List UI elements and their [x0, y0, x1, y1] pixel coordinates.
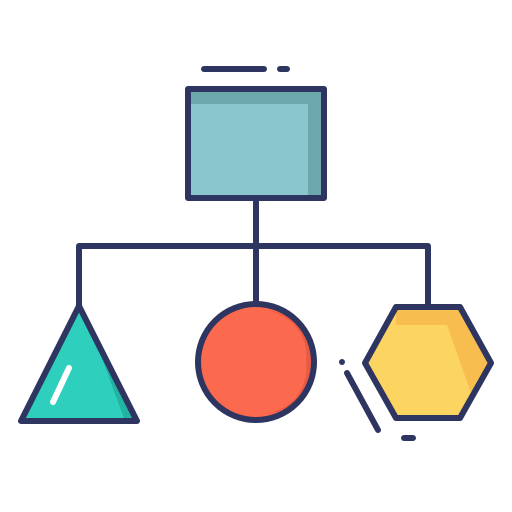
- hexagon-node: [362, 304, 494, 421]
- square-node: [185, 86, 327, 201]
- triangle-shine: [50, 365, 72, 405]
- circle-node: [195, 301, 317, 423]
- triangle-node: [18, 303, 140, 424]
- connector-lines: [76, 195, 431, 309]
- slash-long: [344, 370, 381, 433]
